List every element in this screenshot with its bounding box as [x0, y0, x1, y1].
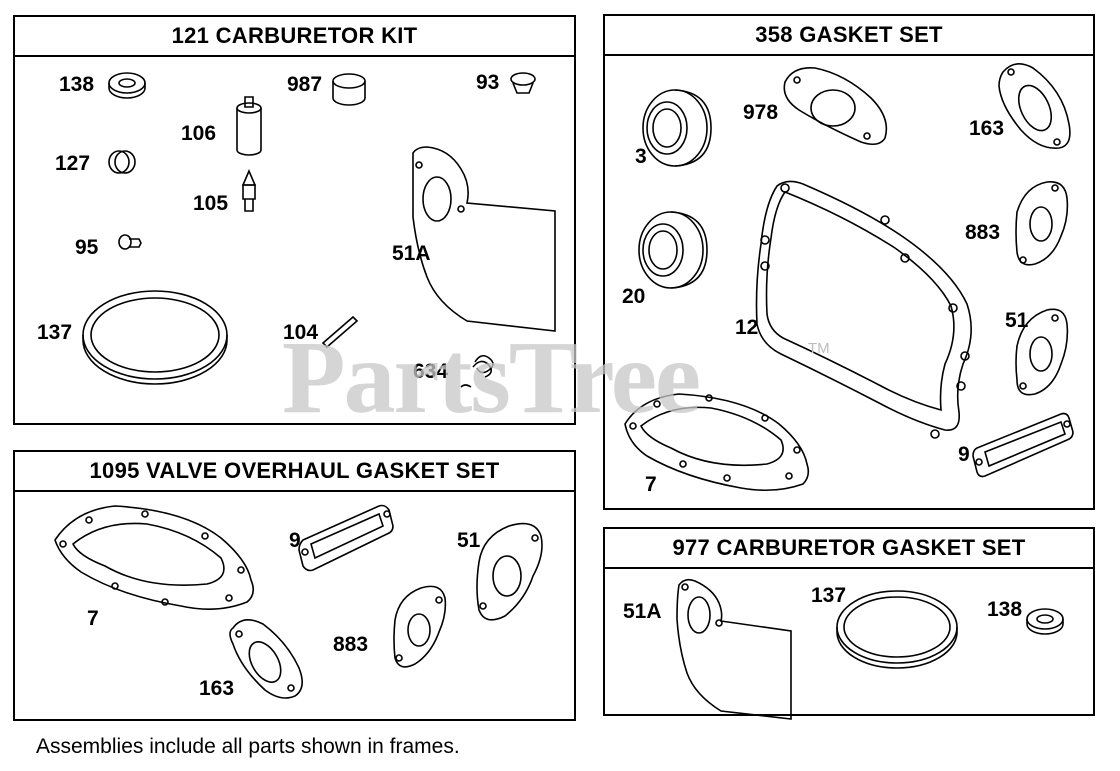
label-3: 3: [635, 145, 647, 168]
label-137: 137: [37, 321, 73, 344]
label-163-gs: 163: [969, 117, 1005, 140]
part-7-head-gasket-set[interactable]: [625, 394, 808, 490]
footer-note: Assemblies include all parts shown in fr…: [36, 735, 460, 758]
valve-overhaul-parts-drawing: [15, 452, 578, 723]
part-3-oil-seal[interactable]: [643, 90, 711, 166]
part-9-breather-gasket[interactable]: [299, 506, 393, 571]
label-883: 883: [333, 633, 369, 656]
part-883-gasket[interactable]: [394, 586, 445, 667]
part-95-screw[interactable]: [119, 235, 141, 249]
valve-overhaul-panel: 1095 VALVE OVERHAUL GASKET SET: [13, 450, 576, 721]
label-127: 127: [55, 152, 91, 175]
carburetor-kit-parts-drawing: [15, 17, 578, 427]
label-137-977: 137: [811, 584, 847, 607]
part-163-gasket[interactable]: [230, 620, 302, 698]
label-987: 987: [287, 73, 323, 96]
label-106: 106: [181, 122, 217, 145]
label-9: 9: [289, 529, 301, 552]
label-51: 51: [457, 529, 481, 552]
label-9-gs: 9: [958, 443, 970, 466]
part-987-bushing[interactable]: [333, 74, 365, 105]
part-138-washer-977[interactable]: [1027, 609, 1063, 634]
label-104: 104: [283, 321, 319, 344]
label-163: 163: [199, 677, 235, 700]
carb-gasket-set-parts-drawing: [605, 529, 1097, 718]
part-20-oil-seal[interactable]: [639, 212, 707, 288]
label-634: 634: [413, 360, 449, 383]
label-51-gs: 51: [1005, 309, 1029, 332]
part-106-float[interactable]: [237, 97, 261, 155]
part-9-breather-gasket-set[interactable]: [973, 414, 1073, 477]
carb-gasket-set-title: 977 CARBURETOR GASKET SET: [605, 529, 1093, 569]
part-51a-gasket[interactable]: [413, 147, 555, 331]
label-978: 978: [743, 101, 779, 124]
part-104-pin[interactable]: [323, 317, 357, 347]
carburetor-kit-title: 121 CARBURETOR KIT: [15, 17, 574, 57]
part-138-washer[interactable]: [109, 73, 145, 98]
part-137-o-ring[interactable]: [83, 291, 227, 384]
gasket-set-panel: 358 GASKET SET: [603, 14, 1095, 510]
gasket-set-parts-drawing: [605, 16, 1097, 512]
part-51-intake-gasket[interactable]: [477, 524, 542, 620]
part-7-head-gasket[interactable]: [55, 506, 253, 609]
part-51a-gasket-977[interactable]: [677, 580, 791, 719]
label-20: 20: [622, 285, 646, 308]
part-127-seal[interactable]: [109, 151, 135, 173]
part-93-plug[interactable]: [511, 73, 535, 93]
part-12-crankcase-gasket[interactable]: [757, 181, 972, 438]
label-883-gs: 883: [965, 221, 1001, 244]
label-7: 7: [87, 607, 99, 630]
label-95: 95: [75, 236, 99, 259]
valve-overhaul-title: 1095 VALVE OVERHAUL GASKET SET: [15, 452, 574, 492]
part-105-needle[interactable]: [243, 171, 255, 211]
label-7-gs: 7: [645, 473, 657, 496]
part-163-gasket-set[interactable]: [999, 64, 1070, 148]
label-51a: 51A: [392, 242, 431, 265]
partstree-watermark: PartsTree: [282, 320, 701, 435]
gasket-set-title: 358 GASKET SET: [605, 16, 1093, 56]
part-978-gasket[interactable]: [784, 68, 886, 144]
label-93: 93: [476, 71, 500, 94]
carburetor-kit-panel: 121 CARBURETOR KIT: [13, 15, 576, 425]
part-137-o-ring-977[interactable]: [837, 591, 957, 668]
label-51a-977: 51A: [623, 600, 662, 623]
trademark-mark: TM: [808, 340, 830, 357]
part-634-spring[interactable]: [461, 356, 493, 387]
carb-gasket-set-panel: 977 CARBURETOR GASKET SET 137 138 51A: [603, 527, 1095, 716]
label-138-977: 138: [987, 598, 1023, 621]
label-12: 12: [735, 316, 759, 339]
part-51-gasket-set[interactable]: [1016, 309, 1067, 394]
label-138: 138: [59, 73, 95, 96]
label-105: 105: [193, 192, 229, 215]
part-883-gasket-set[interactable]: [1016, 182, 1067, 265]
